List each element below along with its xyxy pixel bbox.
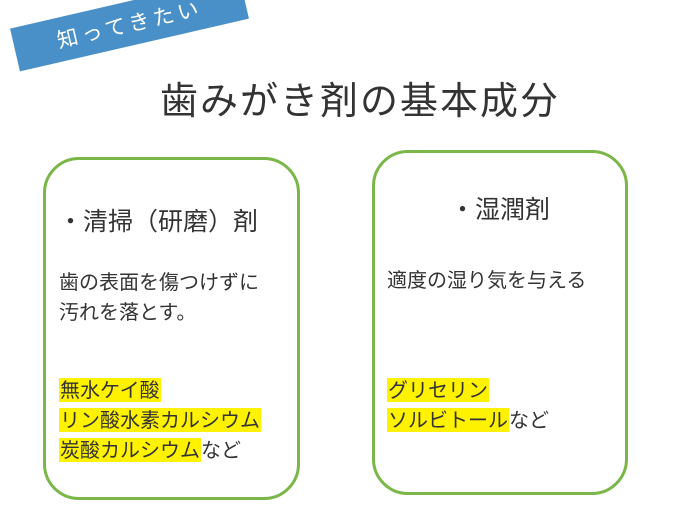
example-suffix: など <box>509 408 549 432</box>
list-item: ソルビトールなど <box>387 405 549 435</box>
page-title: 歯みがき剤の基本成分 <box>160 79 561 123</box>
card-heading: ・湿潤剤 <box>449 195 550 224</box>
card-description: 適度の湿り気を与える <box>387 265 586 295</box>
highlighted-ingredient: リン酸水素カルシウム <box>59 408 261 432</box>
list-item: 炭酸カルシウムなど <box>59 435 261 465</box>
highlighted-ingredient: グリセリン <box>387 378 489 402</box>
list-item: リン酸水素カルシウム <box>59 405 261 435</box>
example-list: 無水ケイ酸 リン酸水素カルシウム 炭酸カルシウムなど <box>59 375 261 465</box>
list-item: 無水ケイ酸 <box>59 375 261 405</box>
highlighted-ingredient: 無水ケイ酸 <box>59 378 161 402</box>
card-humectant: ・湿潤剤 適度の湿り気を与える グリセリン ソルビトールなど <box>372 150 628 495</box>
example-suffix: など <box>201 438 241 462</box>
highlighted-ingredient: ソルビトール <box>387 408 509 432</box>
card-cleaning-agent: ・清掃（研磨）剤 歯の表面を傷つけずに 汚れを落とす。 無水ケイ酸 リン酸水素カ… <box>43 157 300 500</box>
label-badge: 知ってきたい <box>10 0 249 72</box>
list-item: グリセリン <box>387 375 549 405</box>
description-line: 適度の湿り気を与える <box>387 268 587 292</box>
card-description: 歯の表面を傷つけずに 汚れを落とす。 <box>59 267 259 327</box>
example-list: グリセリン ソルビトールなど <box>387 375 549 435</box>
description-line: 歯の表面を傷つけずに <box>59 270 259 294</box>
description-line: 汚れを落とす。 <box>59 300 197 324</box>
highlighted-ingredient: 炭酸カルシウム <box>59 438 201 462</box>
badge-label: 知ってきたい <box>54 0 205 53</box>
card-heading: ・清掃（研磨）剤 <box>58 207 259 236</box>
